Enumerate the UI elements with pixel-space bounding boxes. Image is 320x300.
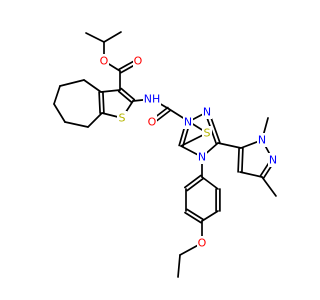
atom-n-triazole-4: N — [197, 150, 207, 164]
atom-background — [197, 150, 207, 164]
atom-o-ester-carbonyl: O — [133, 54, 143, 68]
atom-background — [268, 153, 278, 167]
atom-background — [202, 105, 212, 119]
atom-s-thioether: S — [202, 126, 212, 140]
atom-o-amide-carbonyl: O — [147, 115, 157, 129]
bond — [100, 89, 121, 93]
bond — [117, 90, 133, 104]
bond — [102, 91, 105, 114]
atom-label: N — [198, 151, 206, 164]
atom-background — [99, 54, 109, 68]
bond — [186, 208, 204, 221]
atom-label: O — [100, 55, 109, 68]
bond — [103, 31, 122, 43]
bond — [177, 254, 181, 278]
atom-background — [183, 115, 193, 129]
bond — [241, 147, 244, 173]
bond — [186, 177, 204, 192]
bond — [59, 79, 85, 87]
atom-label: NH — [144, 93, 161, 106]
bond — [87, 112, 103, 128]
atom-background — [133, 54, 143, 68]
atom-label: S — [204, 127, 211, 140]
bond — [239, 171, 263, 178]
atom-background — [117, 111, 127, 125]
atom-s-thiophene: S — [117, 111, 127, 125]
atom-label: N — [184, 116, 192, 129]
atom-label: N — [258, 134, 266, 147]
bond — [98, 91, 101, 114]
atom-n-triazole-2: N — [202, 105, 212, 119]
atom-label: O — [198, 237, 207, 250]
atom-background — [257, 133, 267, 147]
bond — [201, 176, 219, 190]
bond — [184, 211, 202, 224]
bond — [53, 85, 61, 105]
bond — [261, 176, 277, 197]
bond — [120, 87, 136, 101]
atom-label: N — [203, 106, 211, 119]
atom-n-pyrazole-1: N — [257, 133, 267, 147]
atom-n-pyrazole-2: N — [268, 153, 278, 167]
atom-o-ethoxy: O — [197, 236, 207, 250]
atom-background — [202, 126, 212, 140]
bond — [64, 121, 89, 128]
atom-background — [197, 236, 207, 250]
bond — [217, 142, 242, 149]
bond — [53, 103, 66, 123]
atom-label: O — [134, 55, 143, 68]
atom-n-triazole-1: N — [183, 115, 193, 129]
bond — [85, 32, 105, 43]
bond — [83, 79, 102, 93]
atom-label: S — [119, 112, 126, 125]
atom-label: N — [269, 154, 277, 167]
atom-label: O — [148, 116, 157, 129]
atom-nh-amide: NH — [143, 92, 161, 106]
atom-background — [143, 92, 161, 106]
bond — [201, 210, 219, 222]
bond — [237, 147, 240, 173]
atom-background — [147, 115, 157, 129]
bond-layer — [53, 31, 277, 278]
atom-o-ester: O — [99, 54, 109, 68]
bond — [184, 174, 202, 189]
